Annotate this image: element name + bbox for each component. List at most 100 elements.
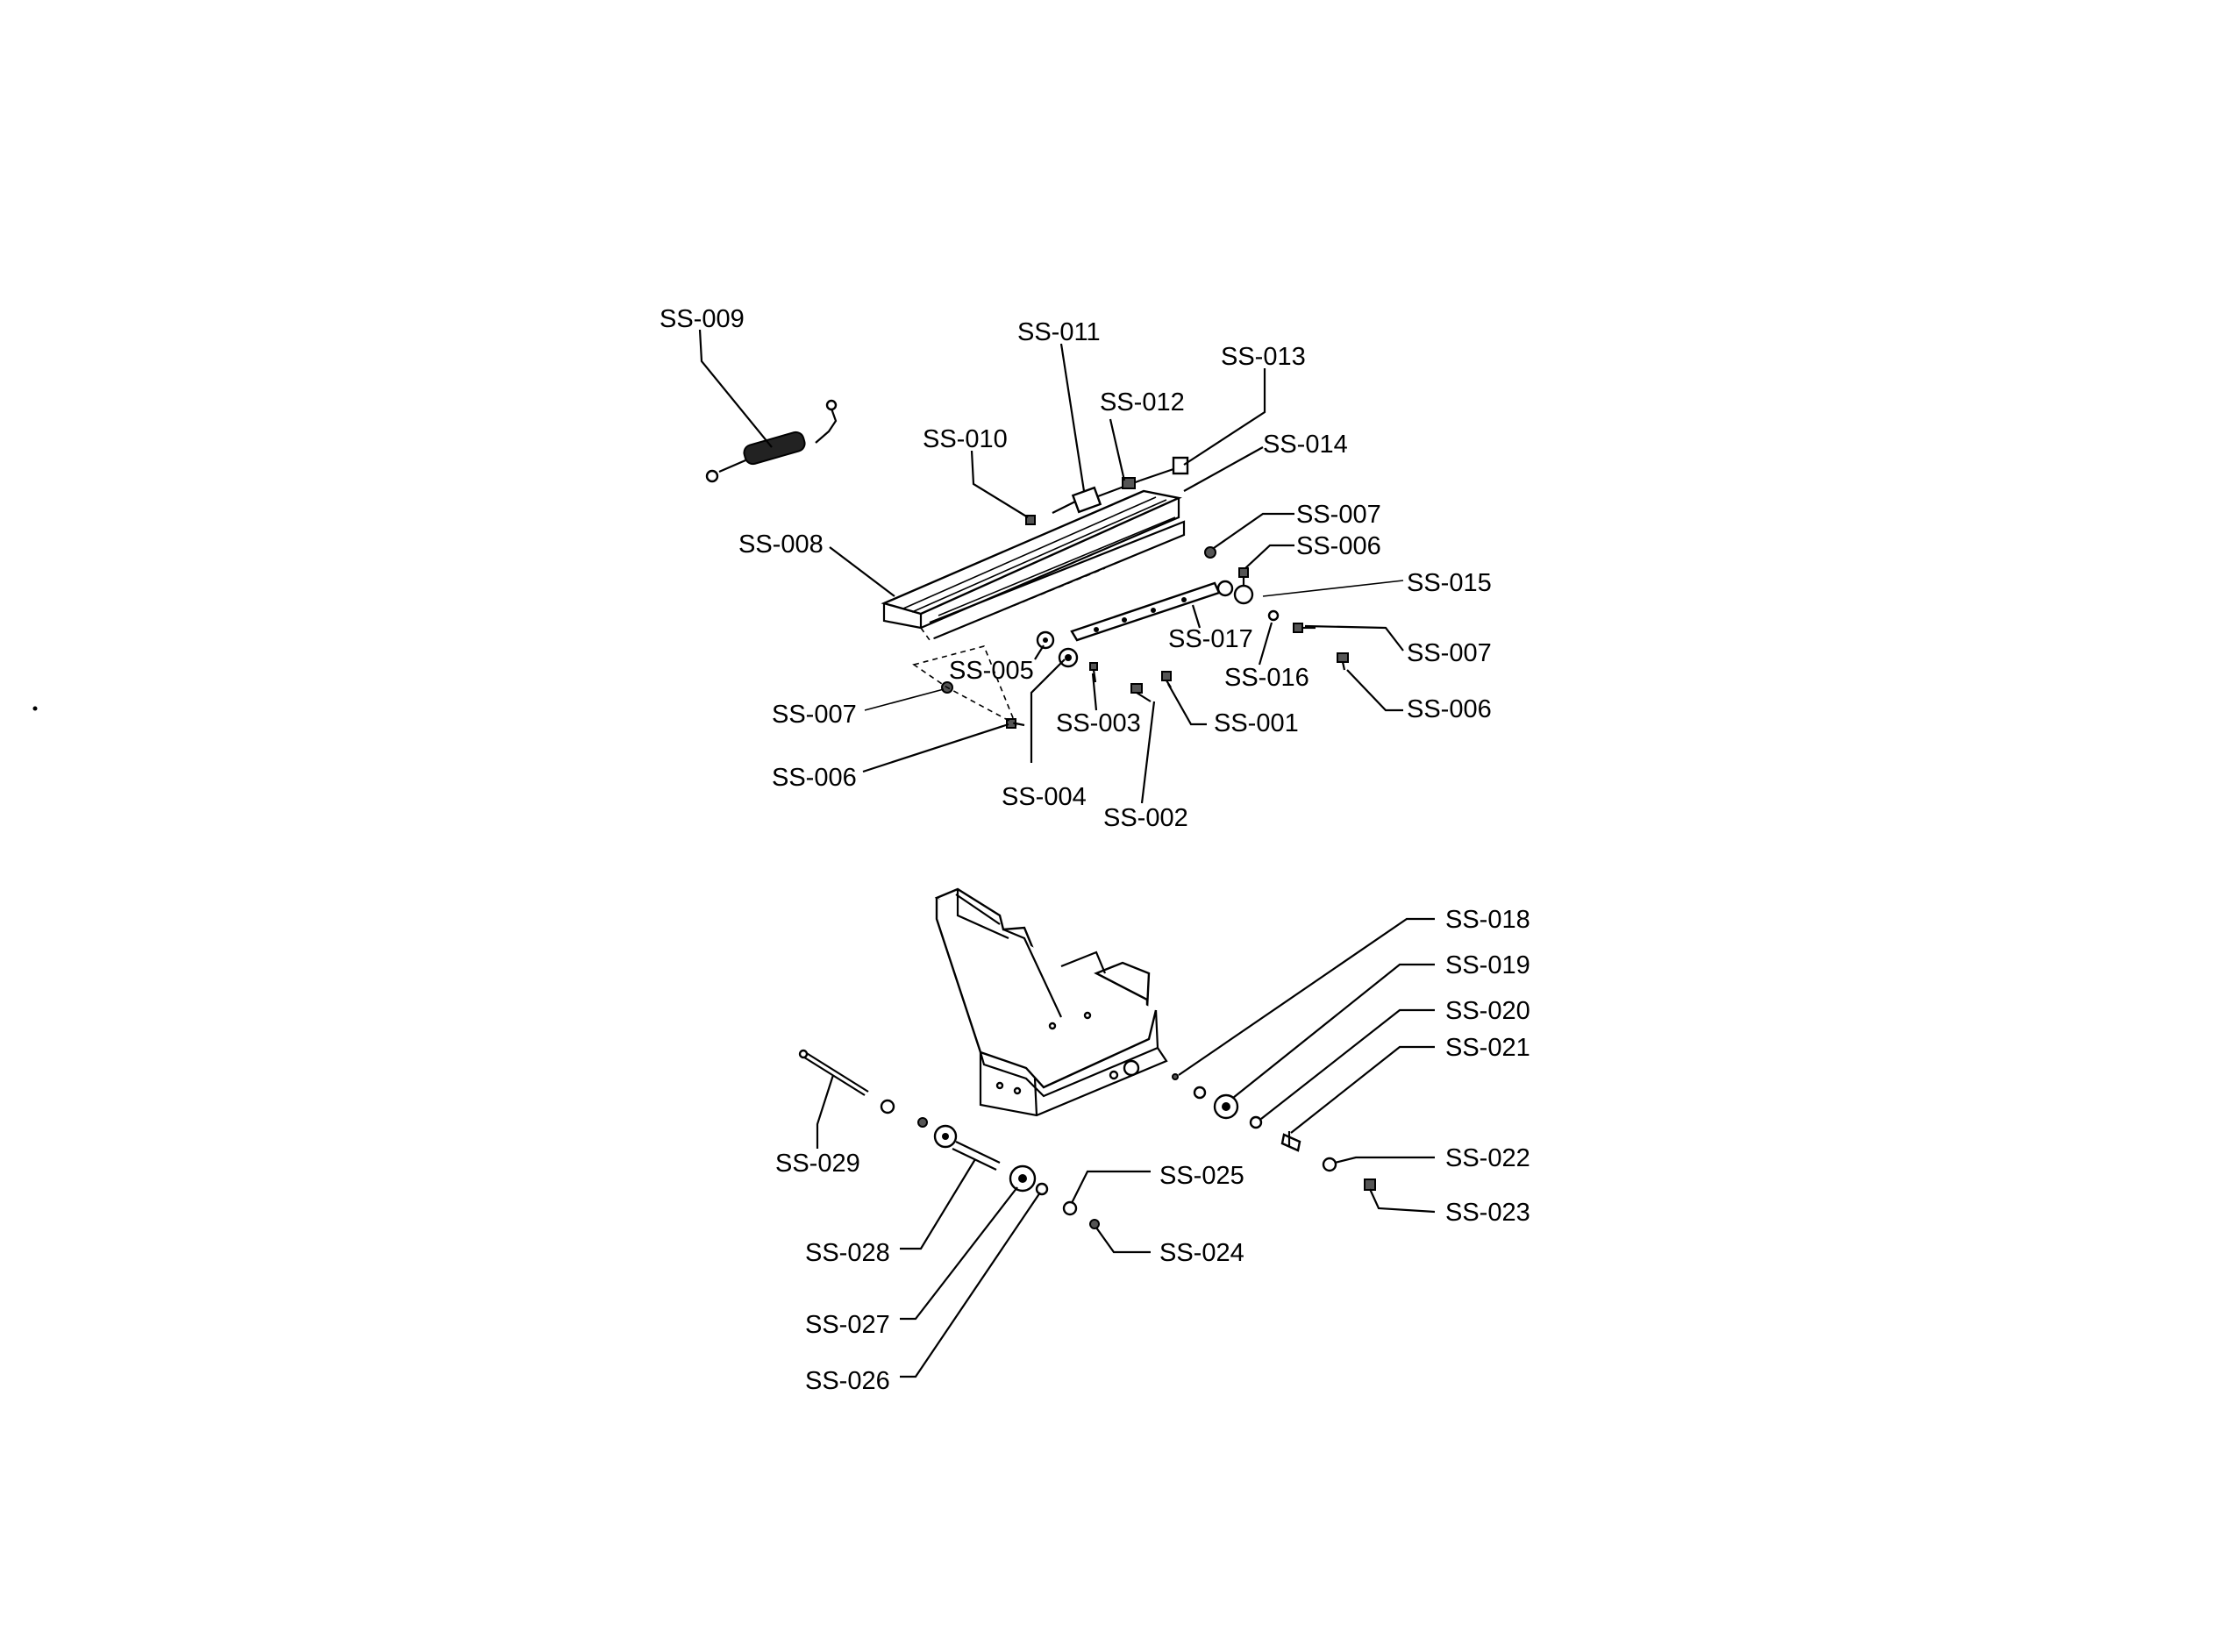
washer-part-ss-025	[1062, 1200, 1078, 1216]
screw-part-ss-006-right	[1337, 652, 1349, 671]
plate-part-ss-017	[1070, 580, 1254, 642]
label-ss-006-left: SS-006	[772, 764, 857, 792]
label-ss-027: SS-027	[805, 1311, 890, 1339]
label-ss-016: SS-016	[1224, 664, 1309, 692]
bearing-part-ss-019	[1213, 1093, 1239, 1120]
label-ss-002: SS-002	[1103, 804, 1188, 832]
label-ss-028: SS-028	[805, 1239, 890, 1267]
cable-part-ss-009	[705, 399, 838, 483]
pin-part-ss-018	[1172, 1073, 1179, 1080]
leader-ss-006-top	[1244, 544, 1294, 569]
leader-ss-005	[1034, 644, 1045, 660]
leader-ss-021	[1290, 1045, 1435, 1134]
leader-ss-026	[900, 1192, 1041, 1378]
label-ss-019: SS-019	[1445, 951, 1530, 979]
leader-ss-006-right	[1346, 669, 1403, 712]
gear-part-ss-028	[933, 1124, 1001, 1171]
shaft-end-part-ss-021	[1280, 1131, 1301, 1152]
nut-part-ss-023	[1364, 1178, 1376, 1191]
label-ss-025: SS-025	[1159, 1162, 1244, 1190]
washer-part-ss-019-small	[1193, 1086, 1207, 1100]
leader-ss-007-left	[864, 688, 945, 711]
leader-ss-023	[1368, 1188, 1436, 1214]
ring-part-ss-020	[1249, 1115, 1263, 1129]
label-ss-022: SS-022	[1445, 1144, 1530, 1172]
leader-ss-017	[1191, 604, 1202, 629]
leader-ss-010	[970, 450, 1029, 518]
washer-part-ss-005	[1036, 630, 1055, 650]
leader-ss-006-left	[862, 723, 1009, 773]
bracket-part-ss-011	[1052, 479, 1141, 514]
bracket-part-ss-013	[1139, 456, 1189, 482]
washer-part-left-1	[880, 1099, 895, 1114]
assembly-hidden-line	[912, 645, 1017, 726]
washer-part-ss-026	[1035, 1182, 1049, 1196]
gear-part-ss-027	[1009, 1164, 1037, 1193]
label-ss-015: SS-015	[1407, 569, 1492, 597]
leader-ss-002	[1140, 701, 1156, 804]
washer-part-ss-022	[1322, 1157, 1337, 1172]
label-ss-005: SS-005	[949, 657, 1034, 685]
label-ss-018: SS-018	[1445, 906, 1530, 934]
label-ss-007-left: SS-007	[772, 701, 857, 729]
label-ss-007-top: SS-007	[1296, 501, 1381, 529]
label-ss-001: SS-001	[1214, 709, 1299, 737]
rod-part-ss-029	[798, 1049, 869, 1096]
leader-ss-015	[1262, 580, 1404, 597]
label-ss-029: SS-029	[775, 1150, 860, 1178]
screw-part-ss-006-top	[1238, 567, 1249, 586]
leader-ss-013	[1183, 368, 1266, 466]
label-ss-023: SS-023	[1445, 1199, 1530, 1227]
leader-ss-001	[1167, 683, 1207, 726]
label-ss-009: SS-009	[660, 305, 745, 333]
label-ss-021: SS-021	[1445, 1034, 1530, 1062]
label-ss-013: SS-013	[1221, 343, 1306, 371]
leader-ss-007-right	[1304, 624, 1404, 652]
screw-part-ss-007-right	[1293, 623, 1316, 633]
leader-ss-009	[698, 329, 773, 448]
leader-ss-022	[1334, 1156, 1435, 1164]
label-ss-010: SS-010	[923, 425, 1008, 453]
nut-part-ss-024	[1089, 1219, 1100, 1229]
leader-ss-018	[1178, 917, 1435, 1076]
label-ss-020: SS-020	[1445, 997, 1530, 1025]
frame-bracket	[934, 887, 1168, 1117]
stray-dot	[32, 706, 38, 711]
leader-ss-024	[1095, 1227, 1151, 1254]
label-ss-004: SS-004	[1002, 783, 1087, 811]
leader-ss-016	[1258, 622, 1273, 666]
washer-part-left-2	[917, 1117, 928, 1128]
part-labels: SS-009 SS-011 SS-013 SS-012 SS-010 SS-01…	[660, 305, 1530, 1395]
bracket-part-ss-012	[1122, 477, 1136, 489]
label-ss-026: SS-026	[805, 1367, 890, 1395]
label-ss-008: SS-008	[738, 530, 824, 559]
label-ss-006-top: SS-006	[1296, 532, 1381, 560]
bolt-part-ss-002	[1130, 683, 1152, 702]
rail-channel-ss-008	[881, 489, 1186, 641]
leader-ss-029	[816, 1074, 835, 1149]
leader-ss-025	[1071, 1170, 1151, 1204]
label-ss-003: SS-003	[1056, 709, 1141, 737]
leader-ss-007-top	[1213, 512, 1294, 549]
washer-part-ss-016	[1267, 609, 1280, 622]
leader-lines	[698, 329, 1436, 1378]
label-ss-024: SS-024	[1159, 1239, 1244, 1267]
label-ss-017: SS-017	[1168, 625, 1253, 653]
leader-ss-028	[900, 1158, 976, 1250]
label-ss-006-right: SS-006	[1407, 695, 1492, 723]
upper-assembly	[705, 399, 1349, 729]
leader-ss-019	[1232, 963, 1435, 1099]
label-ss-012: SS-012	[1100, 388, 1185, 417]
label-ss-007-right: SS-007	[1407, 639, 1492, 667]
label-ss-014: SS-014	[1263, 431, 1348, 459]
leader-ss-003	[1091, 673, 1098, 711]
washer-part-ss-007-top	[1204, 546, 1216, 559]
lower-assembly	[798, 887, 1376, 1229]
leader-ss-012	[1109, 418, 1126, 481]
leader-ss-020	[1260, 1008, 1435, 1120]
leader-ss-011	[1059, 343, 1086, 492]
leader-ss-004	[1030, 659, 1066, 763]
label-ss-011: SS-011	[1017, 318, 1101, 346]
screw-part-ss-010	[1025, 515, 1036, 525]
